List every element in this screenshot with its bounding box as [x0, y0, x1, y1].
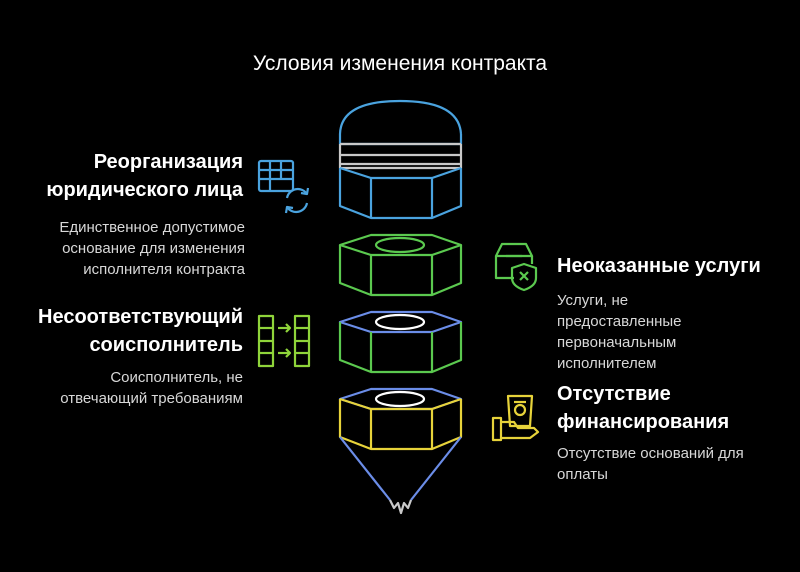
heading-line: Реорганизация [93, 151, 243, 173]
transfer-grid-icon [257, 314, 311, 368]
heading-noncompliant-subcontractor: Несоответствующий соисполнитель [38, 303, 243, 359]
top-cap [338, 99, 463, 220]
desc-noncompliant-subcontractor: Соисполнитель, не отвечающий требованиям [60, 367, 243, 409]
desc-line: Единственное допустимое [59, 219, 245, 236]
desc-line: исполнителя контракта [83, 261, 245, 278]
desc-lack-of-funding: Отсутствие оснований для оплаты [557, 443, 744, 485]
heading-line: Несоответствующий [38, 306, 243, 328]
heading-line: финансирования [557, 411, 730, 433]
desc-line: предоставленные [557, 313, 682, 330]
table-sync-icon [257, 159, 310, 214]
heading-line: соисполнитель [89, 334, 243, 356]
green-nut [338, 233, 463, 297]
desc-line: оплаты [557, 466, 608, 483]
desc-line: Соисполнитель, не [110, 369, 243, 386]
heading-line: Отсутствие [557, 383, 671, 405]
heading-unrendered-services: Неоказанные услуги [557, 252, 761, 280]
heading-lack-of-funding: Отсутствие финансирования [557, 380, 729, 436]
desc-line: Отсутствие оснований для [557, 445, 744, 462]
heading-reorganization: Реорганизация юридического лица [46, 148, 243, 204]
desc-line: исполнителем [557, 355, 657, 372]
desc-unrendered-services: Услуги, не предоставленные первоначальны… [557, 290, 682, 374]
yellow-nut [338, 397, 463, 451]
heading-line: юридического лица [46, 179, 243, 201]
heading-line: Неоказанные услуги [557, 255, 761, 277]
cone [339, 436, 462, 515]
blue-nut-body [338, 313, 463, 374]
diagram-title: Условия изменения контракта [252, 52, 548, 75]
desc-line: отвечающий требованиям [60, 390, 243, 407]
desc-line: основание для изменения [62, 240, 245, 257]
box-cancel-icon [494, 242, 538, 292]
hand-money-icon [491, 394, 540, 442]
desc-line: Услуги, не [557, 292, 629, 309]
desc-line: первоначальным [557, 334, 677, 351]
desc-reorganization: Единственное допустимое основание для из… [59, 217, 245, 280]
